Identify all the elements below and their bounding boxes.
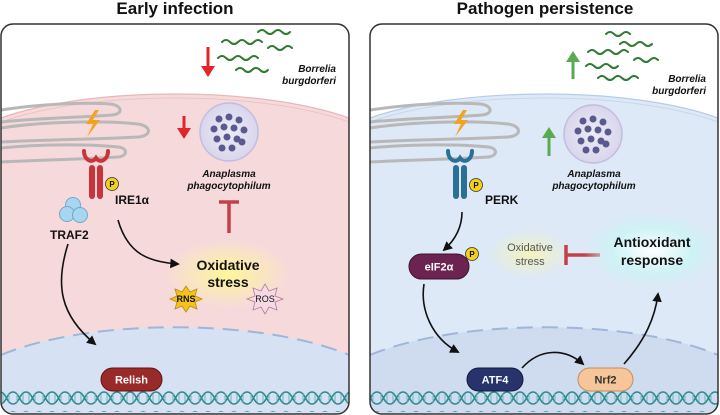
perk-receptor-icon bbox=[446, 149, 474, 199]
perk-phospho-icon bbox=[469, 178, 483, 192]
right-anaplasma-label-line1: Anaplasma bbox=[566, 169, 621, 180]
relish-pill bbox=[100, 367, 163, 392]
left-oxidative-stress-line2: stress bbox=[207, 274, 248, 290]
right-borrelia-spirochete-icon bbox=[585, 31, 659, 81]
eif2a-phospho-icon bbox=[465, 247, 479, 261]
left-nuclear-envelope bbox=[1, 326, 349, 356]
right-arrow-atf4-to-nrf2 bbox=[521, 351, 585, 369]
ros-label: ROS bbox=[255, 294, 275, 304]
right-nuclear-envelope bbox=[370, 326, 718, 356]
right-panel-frame bbox=[369, 23, 719, 415]
traf2-icon bbox=[59, 197, 88, 223]
ire1a-phospho-label: P bbox=[109, 180, 115, 189]
left-borrelia-decrease-arrowhead bbox=[201, 66, 215, 77]
nrf2-label: Nrf2 bbox=[594, 375, 616, 387]
left-anaplasma-vacuole-icon bbox=[199, 102, 259, 162]
right-cell-membrane bbox=[370, 97, 718, 123]
left-panel-frame bbox=[0, 23, 350, 415]
eif2a-pill bbox=[408, 253, 470, 280]
right-arrow-perk-to-eif2a bbox=[442, 211, 463, 252]
left-anaplasma-label-line2: phagocytophilum bbox=[186, 181, 270, 192]
right-borrelia-label-line1: Borrelia bbox=[668, 74, 706, 85]
ire1a-receptor-icon bbox=[82, 149, 110, 199]
left-arrow-traf2-to-nucleus bbox=[60, 243, 97, 346]
left-panel-title: Early infection bbox=[116, 0, 233, 18]
right-oxidative-stress-glow bbox=[488, 230, 572, 278]
eif2a-label: eIF2α bbox=[425, 262, 454, 274]
left-anaplasma-decrease-arrowhead bbox=[177, 128, 191, 139]
left-panel: P IRE1α TRAF2 Borrelia burgdorferi bbox=[1, 24, 349, 414]
right-panel: P PERK Borrelia burgdorferi Anapl bbox=[370, 24, 718, 414]
right-anaplasma-increase-arrowhead bbox=[542, 127, 556, 138]
right-oxidative-stress-line2: stress bbox=[515, 256, 545, 268]
antioxidant-response-glow bbox=[584, 212, 718, 288]
ire1a-label: IRE1α bbox=[115, 193, 150, 207]
left-oxidative-stress-line1: Oxidative bbox=[196, 257, 259, 273]
ire1a-phospho-icon bbox=[105, 177, 119, 191]
right-dna-icon bbox=[370, 388, 718, 412]
left-borrelia-label-line1: Borrelia bbox=[298, 64, 336, 75]
right-arrow-nrf2-to-antioxidant bbox=[623, 292, 662, 365]
right-panel-title: Pathogen persistence bbox=[457, 0, 634, 18]
atf4-pill bbox=[466, 367, 524, 392]
right-er-stress-lightning-icon bbox=[454, 110, 468, 137]
right-anaplasma-label-line2: phagocytophilum bbox=[551, 181, 635, 192]
perk-phospho-label: P bbox=[473, 181, 479, 190]
rns-burst-icon bbox=[168, 285, 204, 313]
right-oxidative-stress-line1: Oxidative bbox=[507, 242, 553, 254]
traf2-label: TRAF2 bbox=[50, 228, 89, 242]
atf4-label: ATF4 bbox=[482, 375, 510, 387]
antioxidant-response-line2: response bbox=[621, 252, 683, 268]
eif2a-phospho-label: P bbox=[469, 250, 475, 259]
rns-label: RNS bbox=[176, 294, 195, 304]
left-er-stress-lightning-icon bbox=[86, 110, 100, 137]
left-borrelia-spirochete-icon bbox=[217, 29, 293, 73]
left-anaplasma-label-line1: Anaplasma bbox=[201, 169, 256, 180]
left-endoplasmic-reticulum-icon bbox=[1, 101, 150, 164]
ros-burst-icon bbox=[245, 283, 285, 315]
left-dna-icon bbox=[1, 388, 349, 412]
antioxidant-response-line1: Antioxidant bbox=[614, 234, 691, 250]
perk-label: PERK bbox=[485, 193, 519, 207]
left-arrow-ire1a-to-stress bbox=[117, 219, 180, 269]
left-borrelia-label-line2: burgdorferi bbox=[282, 76, 336, 87]
right-borrelia-increase-arrowhead bbox=[566, 51, 580, 62]
right-endoplasmic-reticulum-icon bbox=[370, 101, 520, 164]
right-arrow-eif2a-to-atf4 bbox=[422, 283, 460, 353]
nrf2-pill bbox=[577, 367, 634, 392]
right-anaplasma-vacuole-icon bbox=[563, 104, 623, 164]
relish-label: Relish bbox=[115, 375, 148, 387]
left-cell-membrane bbox=[1, 97, 349, 123]
right-borrelia-label-line2: burgdorferi bbox=[652, 86, 706, 97]
